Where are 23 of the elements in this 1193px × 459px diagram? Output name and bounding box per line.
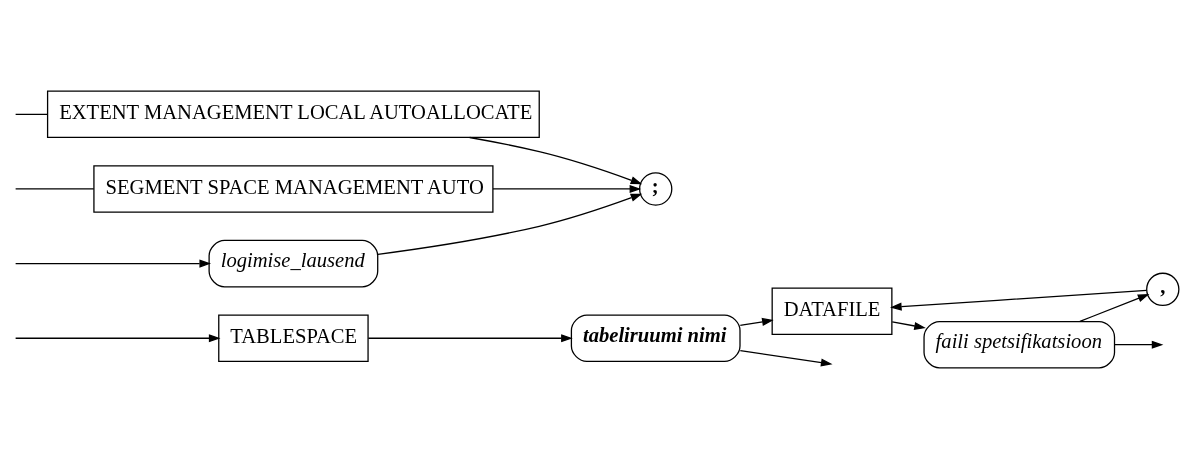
node-box: DATAFILE bbox=[771, 287, 893, 336]
arrow bbox=[367, 334, 573, 343]
arrow bbox=[469, 136, 643, 185]
arrow bbox=[891, 321, 926, 330]
node-box: faili spetsifikatsioon bbox=[923, 320, 1116, 369]
arrow bbox=[377, 193, 643, 255]
node-box: logimise_lausend bbox=[208, 239, 379, 288]
node-box: tabeliruumi nimi bbox=[570, 314, 741, 363]
arrow bbox=[1079, 294, 1150, 323]
connector bbox=[15, 188, 95, 190]
arrow bbox=[15, 334, 221, 343]
arrow bbox=[492, 184, 642, 193]
node-box: TABLESPACE bbox=[218, 314, 369, 363]
arrow bbox=[739, 349, 833, 367]
node-box: SEGMENT SPACE MANAGEMENT AUTO bbox=[93, 165, 494, 213]
arrow bbox=[890, 289, 1148, 311]
node-circle: ; bbox=[638, 172, 673, 206]
arrow bbox=[739, 317, 774, 326]
arrow bbox=[15, 259, 212, 268]
connector bbox=[15, 113, 49, 115]
node-box: EXTENT MANAGEMENT LOCAL AUTOALLOCATE bbox=[46, 90, 540, 139]
node-circle: , bbox=[1146, 272, 1180, 307]
arrow bbox=[1113, 340, 1164, 349]
